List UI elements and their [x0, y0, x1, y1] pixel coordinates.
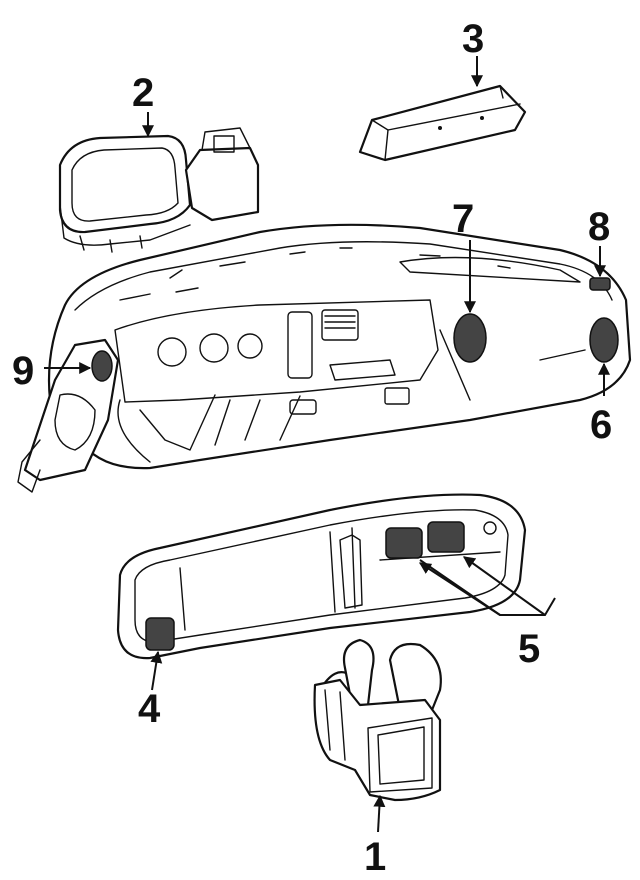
defroster-duct-part [358, 84, 527, 162]
callout-9: 9 [12, 349, 34, 393]
floor-duct-part [313, 638, 442, 802]
callout-5: 5 [518, 627, 540, 671]
callout-8: 8 [588, 205, 610, 249]
callout-1: 1 [364, 835, 386, 879]
callout-4: 4 [138, 687, 161, 731]
callout-2: 2 [132, 71, 154, 115]
leader-lines [44, 56, 610, 833]
lower-bezel-panel [116, 493, 527, 660]
cluster-duct-part [58, 127, 260, 253]
callout-3: 3 [462, 17, 484, 61]
instrument-panel [17, 223, 632, 493]
callout-7: 7 [452, 197, 474, 241]
callout-6: 6 [590, 403, 612, 447]
